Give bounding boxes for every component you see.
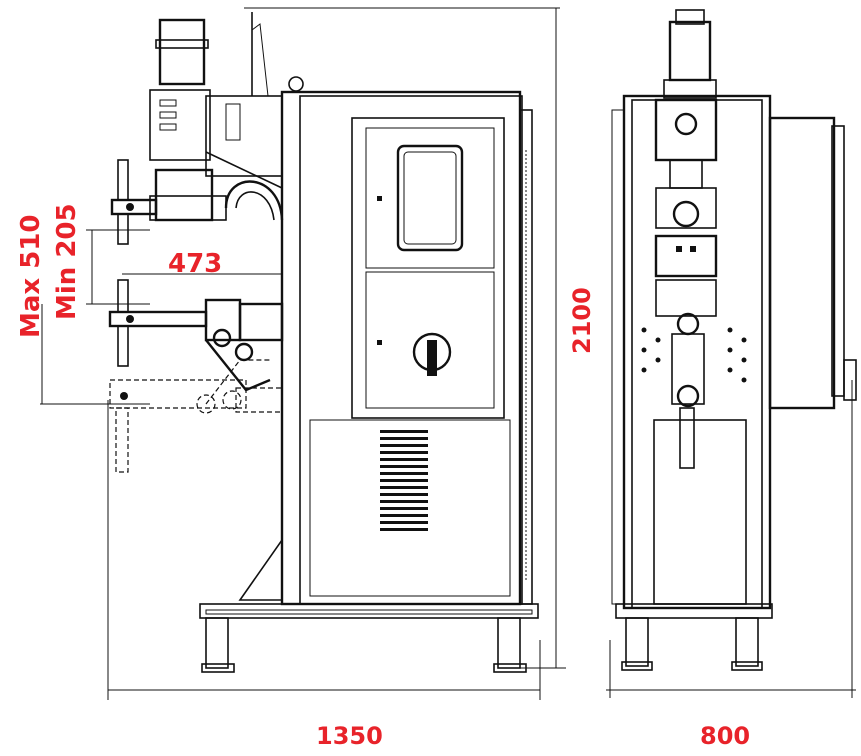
side-cabinet [238, 90, 533, 606]
side-dimension-lines [40, 7, 566, 700]
side-vent-louvers [380, 430, 428, 531]
front-view [606, 9, 857, 698]
height-label: 2100 [568, 287, 596, 354]
arm-reach-label: 473 [168, 249, 222, 279]
side-base-frame [199, 603, 539, 673]
side-upper-arm [110, 18, 284, 245]
side-lower-arm-dashed [109, 359, 283, 473]
width-label: 800 [700, 722, 750, 750]
side-lower-arm [108, 279, 284, 392]
side-view [40, 7, 566, 700]
length-label: 1350 [316, 722, 383, 750]
side-top-fixtures [251, 12, 304, 97]
min-dimension-label: Min 205 [52, 203, 82, 320]
max-dimension-label: Max 510 [16, 214, 46, 338]
